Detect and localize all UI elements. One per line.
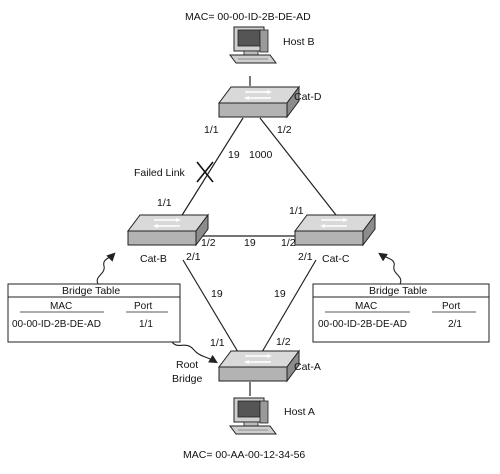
squiggle-arrow-left-table-to-cat-b (96, 252, 116, 285)
port-d-left: 1/1 (204, 124, 219, 136)
bridge-table-right-col-mac: MAC (355, 301, 377, 312)
host-a-label: Host A (284, 406, 315, 418)
host-b-icon (229, 26, 277, 64)
link-c-a (261, 259, 317, 353)
bridge-table-left-port: 1/1 (139, 319, 153, 330)
bridge-table-right-port: 2/1 (448, 319, 462, 330)
switch-cat-b-icon (127, 214, 209, 246)
root-bridge-label-line1: Root (176, 359, 198, 371)
switch-cat-d-icon (218, 86, 300, 118)
switch-cat-a-icon (218, 350, 300, 382)
switch-cat-d-label: Cat-D (294, 91, 322, 103)
host-b-mac: MAC= 00-00-ID-2B-DE-AD (185, 11, 311, 23)
bridge-table-left: Bridge Table MAC Port 00-00-ID-2B-DE-AD … (7, 283, 181, 343)
bridge-table-right-title: Bridge Table (369, 285, 427, 297)
host-a-mac: MAC= 00-AA-00-12-34-56 (183, 449, 305, 461)
bridge-table-right-col-port: Port (442, 301, 461, 312)
port-c-left: 1/2 (281, 237, 296, 249)
cost-d-c: 1000 (249, 149, 273, 161)
port-b-top: 1/1 (157, 197, 172, 209)
port-b-bottom: 2/1 (186, 251, 201, 263)
port-a-right: 1/2 (276, 336, 291, 348)
cost-b-c: 19 (244, 237, 256, 249)
bridge-table-right-mac: 00-00-ID-2B-DE-AD (318, 319, 407, 330)
port-b-right: 1/2 (201, 237, 216, 249)
bridge-table-left-col-mac: MAC (50, 301, 72, 312)
bridge-table-left-title: Bridge Table (62, 285, 120, 297)
root-bridge-label-line2: Bridge (172, 373, 203, 385)
cost-b-a: 19 (211, 288, 223, 300)
bridge-table-left-col-port: Port (134, 301, 153, 312)
cost-d-b: 19 (228, 149, 240, 161)
host-b-label: Host B (283, 36, 315, 48)
squiggle-arrow-right-table-to-cat-c (378, 252, 402, 285)
squiggle-arrow-left-table-to-cat-a (171, 341, 218, 364)
failed-link-label: Failed Link (134, 167, 186, 179)
switch-cat-a-label: Cat-A (294, 361, 321, 373)
link-d-c (259, 117, 337, 216)
link-d-b (173, 117, 244, 229)
link-b-a (182, 259, 239, 353)
port-a-left: 1/1 (210, 337, 225, 349)
bridge-table-right: Bridge Table MAC Port 00-00-ID-2B-DE-AD … (312, 283, 490, 343)
switch-cat-c-label: Cat-C (322, 253, 350, 265)
cost-c-a: 19 (274, 288, 286, 300)
host-a-icon (229, 397, 277, 435)
port-c-top: 1/1 (289, 205, 304, 217)
bridge-table-left-mac: 00-00-ID-2B-DE-AD (12, 319, 101, 330)
switch-cat-b-label: Cat-B (140, 253, 167, 265)
failed-link-x-icon (196, 161, 214, 183)
port-d-right: 1/2 (277, 124, 292, 136)
switch-cat-c-icon (294, 214, 376, 246)
port-c-bottom: 2/1 (298, 251, 313, 263)
